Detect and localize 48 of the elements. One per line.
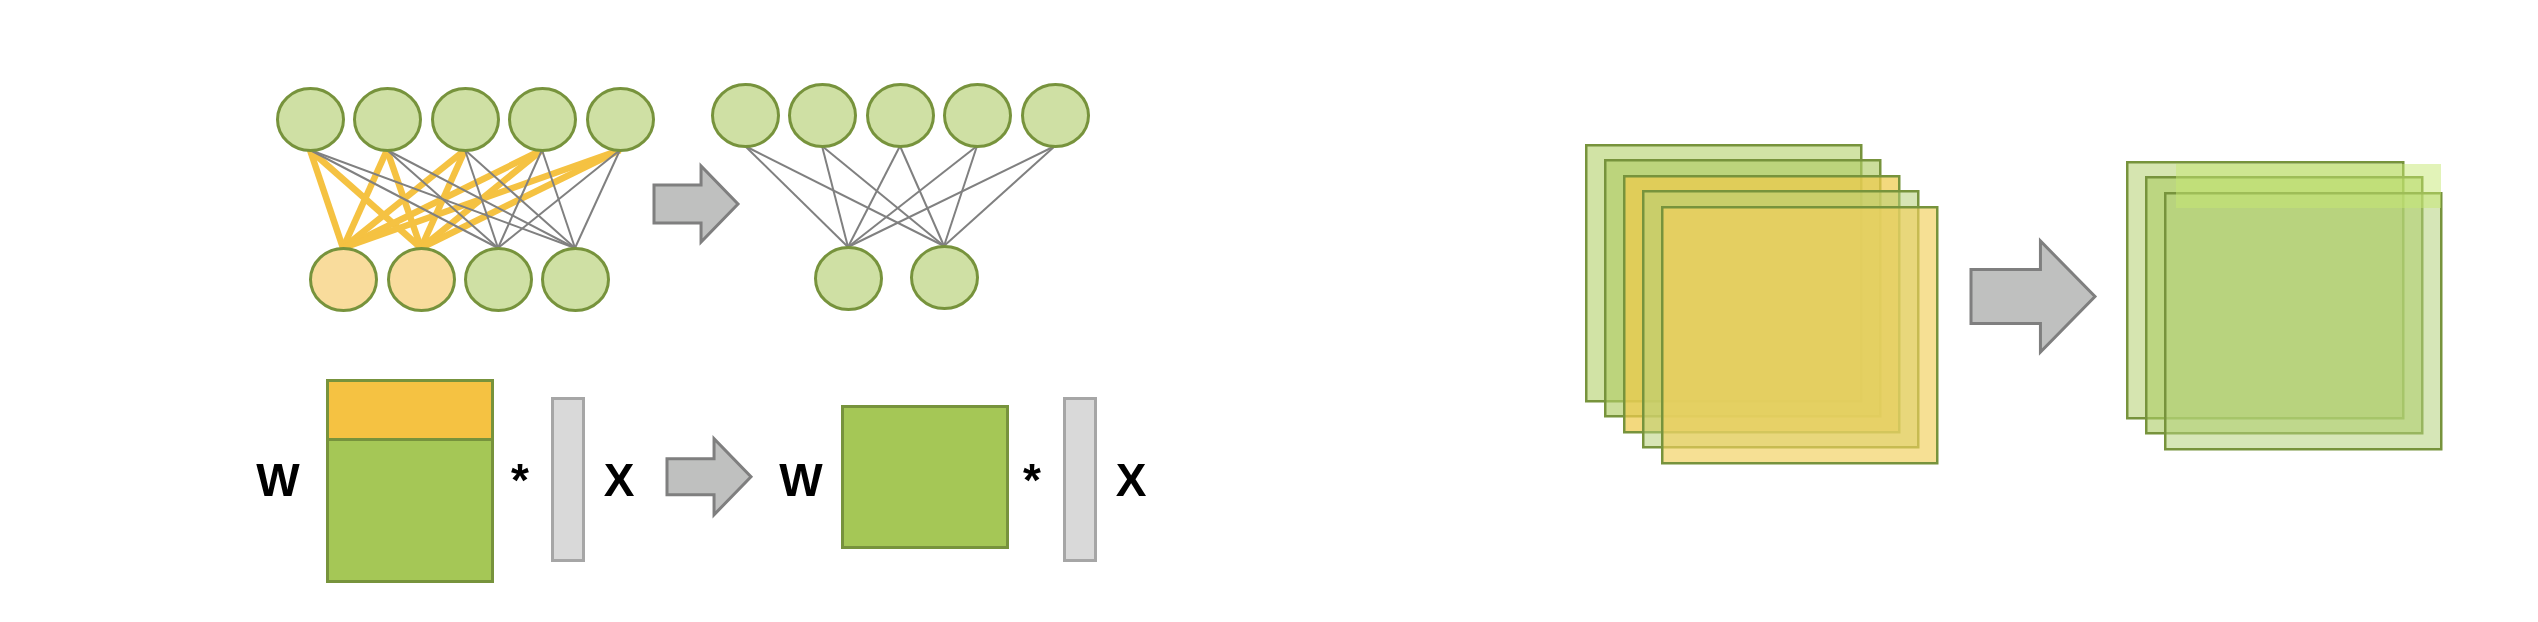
connection-line: [899, 145, 945, 247]
connection-line: [464, 149, 499, 249]
connection-line: [464, 149, 576, 249]
neuron-circle: [352, 86, 422, 152]
feature-map-square: [2163, 191, 2443, 451]
vector-bar: [550, 396, 585, 562]
neuron-circle: [308, 246, 378, 312]
neuron-circle: [275, 86, 345, 152]
matrix-label: W: [256, 457, 300, 503]
connection-line: [943, 145, 978, 247]
feature-map-square: [1641, 190, 1920, 449]
connection-line: [497, 149, 543, 249]
neuron-circle: [710, 82, 780, 148]
neuron-circle: [813, 245, 883, 311]
neuron-circle: [430, 86, 500, 152]
operator-symbol: *: [511, 457, 529, 503]
connection-line: [541, 149, 576, 249]
feature-map-square: [1622, 174, 1901, 434]
neuron-circle: [463, 246, 533, 312]
feature-map-square: [2125, 160, 2405, 420]
vector-bar: [1062, 396, 1097, 562]
matrix-label: W: [779, 457, 823, 503]
neuron-circle: [585, 86, 655, 152]
connection-line: [943, 145, 1056, 247]
vector-label: X: [1115, 457, 1147, 503]
neuron-circle: [787, 82, 857, 148]
vector-label: X: [603, 457, 635, 503]
connection-line: [386, 149, 499, 249]
weight-matrix: [840, 404, 1009, 549]
neuron-circle: [865, 82, 935, 148]
connection-line: [821, 145, 945, 247]
neuron-circle: [942, 82, 1012, 148]
connection-line: [744, 145, 849, 248]
neuron-circle: [507, 86, 577, 152]
neuron-circle: [386, 246, 456, 312]
connection-line: [847, 145, 901, 248]
block-arrow: [652, 162, 741, 246]
block-arrow: [1969, 237, 2098, 356]
feature-map-square: [1660, 205, 1939, 465]
connection-line: [574, 149, 621, 249]
neuron-circle: [909, 244, 979, 310]
connection-line: [847, 145, 978, 248]
connection-line: [497, 149, 621, 249]
connection-line: [821, 145, 849, 248]
neuron-circle: [540, 246, 610, 312]
operator-symbol: *: [1023, 457, 1041, 503]
neuron-circle: [1020, 82, 1090, 148]
block-arrow: [665, 435, 754, 519]
